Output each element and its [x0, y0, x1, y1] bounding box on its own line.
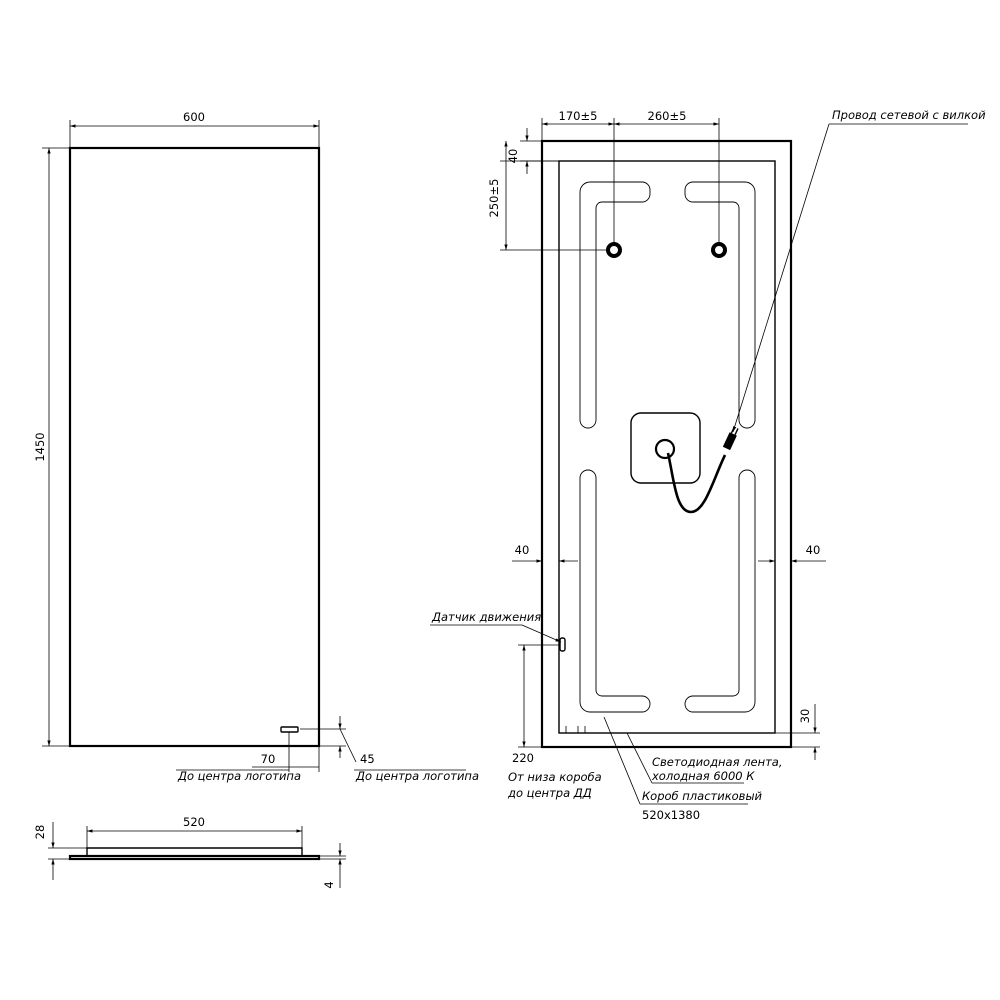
logo-mark — [280, 726, 299, 733]
plug-icon — [722, 426, 739, 451]
box-depth-dimension: 28 — [33, 825, 47, 840]
motion-sensor — [559, 637, 566, 652]
sensor-mark-icon — [565, 726, 586, 734]
led-strip-top-left — [579, 181, 651, 429]
cable-gland — [654, 438, 676, 460]
logo-offset-y: 45 — [360, 752, 375, 766]
power-cable — [666, 452, 727, 514]
sensor-note-line-2: до центра ДД — [507, 786, 592, 800]
sensor-note-line-1: От низа короба — [508, 770, 602, 784]
logo-label-front: До центра логотипа — [177, 769, 301, 783]
height-dimension: 1450 — [33, 432, 47, 461]
hole-depth-dimension: 250±5 — [487, 179, 501, 218]
mounting-hole-left — [606, 242, 622, 258]
side-view: 520 28 4 — [33, 815, 346, 889]
logo-offset-x: 70 — [261, 752, 276, 766]
box-label-line-1: Короб пластиковый — [642, 789, 763, 803]
power-box — [630, 412, 701, 484]
glass-profile — [68, 854, 321, 861]
led-strip-top-right — [684, 181, 756, 429]
led-label-line-1: Светодиодная лента, — [652, 755, 783, 769]
cable-label: Провод сетевой с вилкой — [832, 108, 986, 122]
mirror-front-outline — [68, 146, 321, 748]
bottom-margin-dimension: 30 — [798, 709, 812, 724]
box-width-dimension: 520 — [183, 815, 205, 829]
sensor-label: Датчик движения — [431, 610, 541, 624]
hole-left-dimension: 170±5 — [559, 109, 598, 123]
side-margin-right-dimension: 40 — [806, 543, 821, 557]
hole-spacing-dimension: 260±5 — [648, 109, 687, 123]
width-dimension: 600 — [183, 110, 205, 124]
led-strip-bottom-left — [579, 469, 651, 713]
box-label-line-2: 520x1380 — [642, 808, 700, 822]
mounting-hole-right — [711, 242, 727, 258]
mirror-back-outline — [540, 139, 793, 749]
led-strip-bottom-right — [684, 469, 756, 713]
back-view: 170±5 260±5 40 250±5 40 40 30 220 От низ… — [430, 108, 986, 822]
sensor-height-dimension: 220 — [512, 751, 534, 765]
plastic-box — [558, 160, 776, 734]
logo-label-side: До центра логотипа — [355, 769, 479, 783]
top-margin-dimension: 40 — [506, 149, 520, 164]
glass-thickness-dimension: 4 — [322, 881, 336, 888]
side-margin-left-dimension: 40 — [515, 543, 530, 557]
box-profile — [86, 847, 303, 856]
led-label-line-2: холодная 6000 К — [651, 769, 755, 783]
front-view: 600 1450 70 До центра логотипа 45 До цен… — [33, 110, 479, 783]
